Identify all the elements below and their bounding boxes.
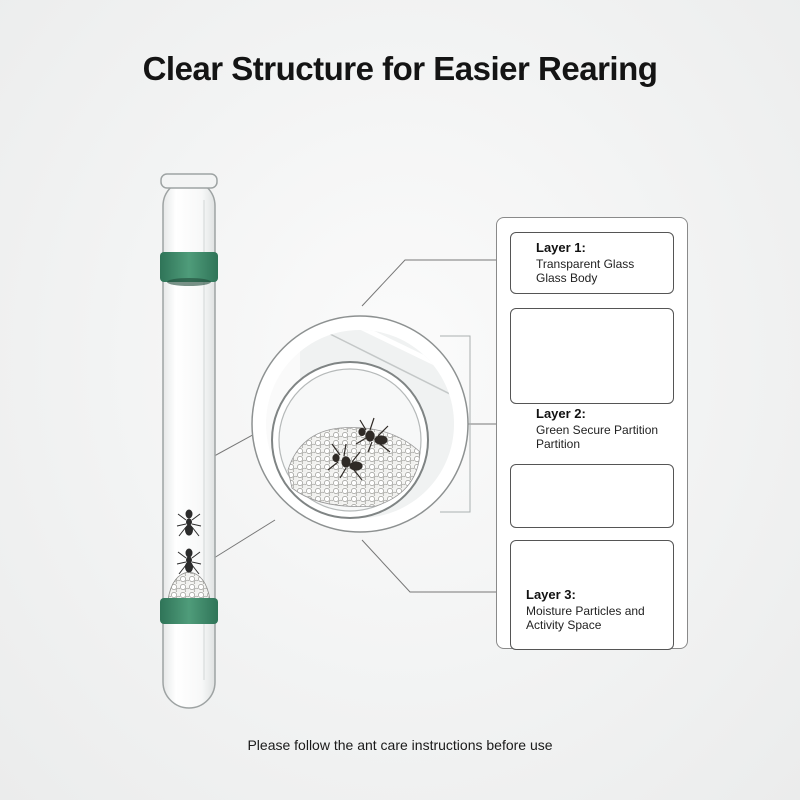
layer-3-heading: Layer 3: [526,587,576,602]
magnified-view [251,315,471,533]
ant-icon [176,509,202,537]
test-tube [160,173,218,709]
page-title: Clear Structure for Easier Rearing [142,50,658,87]
tube-image-box [510,308,674,404]
layer-2-heading: Layer 2: [536,406,586,421]
layer-3-line-1: Moisture Particles and [526,604,645,618]
layer-2-line-2: Partition [536,437,581,451]
footer-note: Please follow the ant care instructions … [247,737,553,753]
layer-2-line-1: Green Secure Partition [536,423,659,437]
layer-3-line-2: Activity Space [526,618,602,632]
ant-icon [176,548,202,575]
ant-icon [327,443,363,481]
partition-image-box [510,464,674,528]
ant-icon [355,417,391,453]
layer-1-box [510,232,674,294]
layer-1-heading: Layer 1: [536,240,586,255]
layer-1-line-2: Glass Body [536,271,598,285]
layer-1-line-1: Transparent Glass [536,257,635,271]
layer-3-box [510,540,674,650]
